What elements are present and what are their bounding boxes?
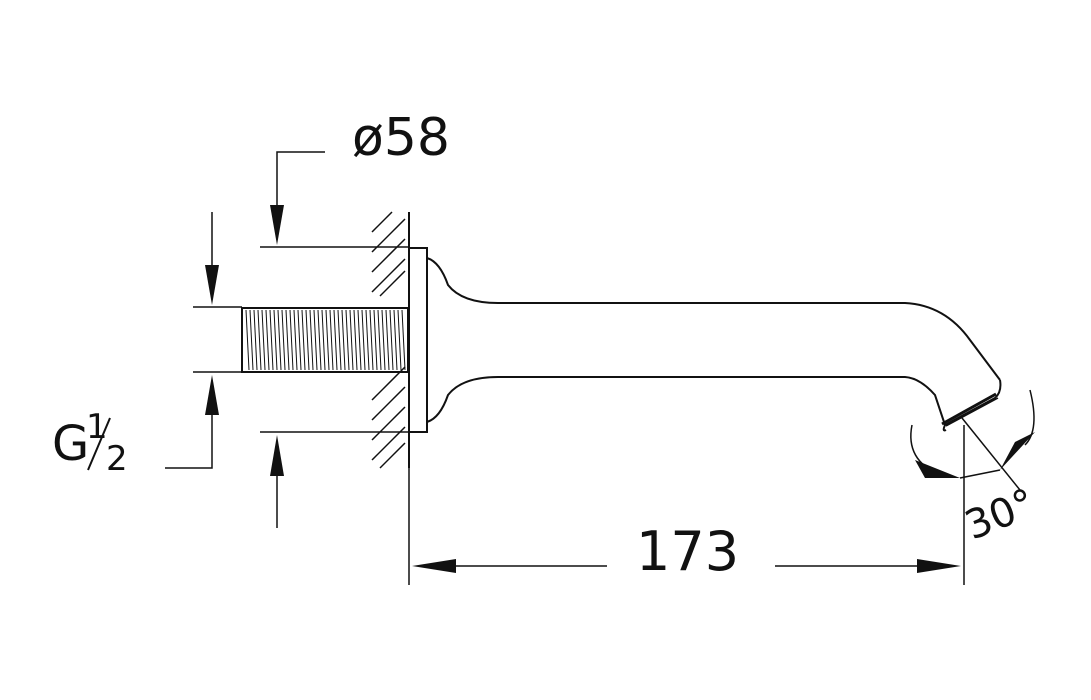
- thread-tooth: [305, 309, 310, 371]
- thread-tooth: [321, 309, 326, 371]
- thread-tooth: [341, 309, 346, 371]
- thread-tooth: [281, 309, 286, 371]
- thread-tooth: [397, 309, 402, 371]
- thread-hatch: [245, 309, 406, 371]
- outlet-axis-line: [961, 417, 1021, 491]
- thread-size-fraction-bar: [87, 417, 111, 471]
- thread-tooth: [273, 309, 278, 371]
- dimension-thread: G 1 2: [52, 212, 242, 479]
- thread-tooth: [317, 309, 322, 371]
- arrow-projection-right: [917, 559, 961, 573]
- arrow-flange-top: [270, 205, 284, 245]
- thread-tooth: [381, 309, 386, 371]
- thread-tooth: [401, 309, 406, 371]
- angle-base-line: [959, 469, 1001, 479]
- thread-tooth: [293, 309, 298, 371]
- thread-size-letter: G: [52, 416, 89, 472]
- arrow-projection-left: [412, 559, 456, 573]
- thread-tooth: [365, 309, 370, 371]
- thread-tooth: [361, 309, 366, 371]
- thread-size-label: G 1 2: [52, 407, 128, 479]
- arrow-angle-left: [915, 460, 960, 478]
- thread-tooth: [289, 309, 294, 371]
- thread-tooth: [265, 309, 270, 371]
- spout-nozzle: [942, 379, 1002, 432]
- thread-tooth: [349, 309, 354, 371]
- thread-tooth: [249, 309, 254, 371]
- thread-size-numerator: 1: [86, 407, 108, 447]
- thread-tooth: [377, 309, 382, 371]
- thread-tooth: [297, 309, 302, 371]
- wall-hatching: [371, 211, 406, 469]
- thread-tooth: [301, 309, 306, 371]
- thread-tooth: [325, 309, 330, 371]
- aerator-face: [941, 392, 997, 426]
- thread-tooth: [277, 309, 282, 371]
- thread-tooth: [313, 309, 318, 371]
- thread-tooth: [393, 309, 398, 371]
- arrow-thread-top: [205, 265, 219, 305]
- thread-tooth: [345, 309, 350, 371]
- thread-tooth: [333, 309, 338, 371]
- thread-tooth: [369, 309, 374, 371]
- spout-body: [426, 257, 1002, 432]
- spout-outline-bottom: [426, 376, 946, 426]
- projection-length-label: 173: [636, 520, 739, 583]
- dimension-outlet-angle: 30°: [910, 389, 1042, 549]
- flange-diameter-label: ø58: [352, 108, 450, 168]
- dimension-projection: 173: [408, 425, 965, 585]
- leader-thread-bottom: [165, 415, 213, 469]
- thread-tooth: [385, 309, 390, 371]
- arrow-thread-bottom: [205, 375, 219, 415]
- thread-tooth: [269, 309, 274, 371]
- spout-outline-top: [426, 257, 1001, 381]
- outlet-angle-label: 30°: [959, 480, 1042, 549]
- thread-tooth: [389, 309, 394, 371]
- thread-size-denominator: 2: [106, 439, 128, 479]
- thread-tooth: [285, 309, 290, 371]
- thread-tooth: [253, 309, 258, 371]
- thread-tooth: [353, 309, 358, 371]
- leader-flange-top: [276, 151, 325, 205]
- thread-tooth: [261, 309, 266, 371]
- thread-tooth: [257, 309, 262, 371]
- thread-tooth: [245, 309, 250, 371]
- flange: [408, 247, 428, 433]
- arrow-angle-right: [1000, 432, 1035, 470]
- thread-tooth: [309, 309, 314, 371]
- thread-tooth: [357, 309, 362, 371]
- flange-plate: [408, 247, 428, 433]
- thread-tooth: [337, 309, 342, 371]
- arrow-flange-bottom: [270, 435, 284, 476]
- dimension-flange-diameter: ø58: [260, 108, 450, 528]
- thread-connector: [241, 307, 409, 373]
- angle-arc-right: [1024, 389, 1035, 446]
- thread-tooth: [373, 309, 378, 371]
- thread-tooth: [329, 309, 334, 371]
